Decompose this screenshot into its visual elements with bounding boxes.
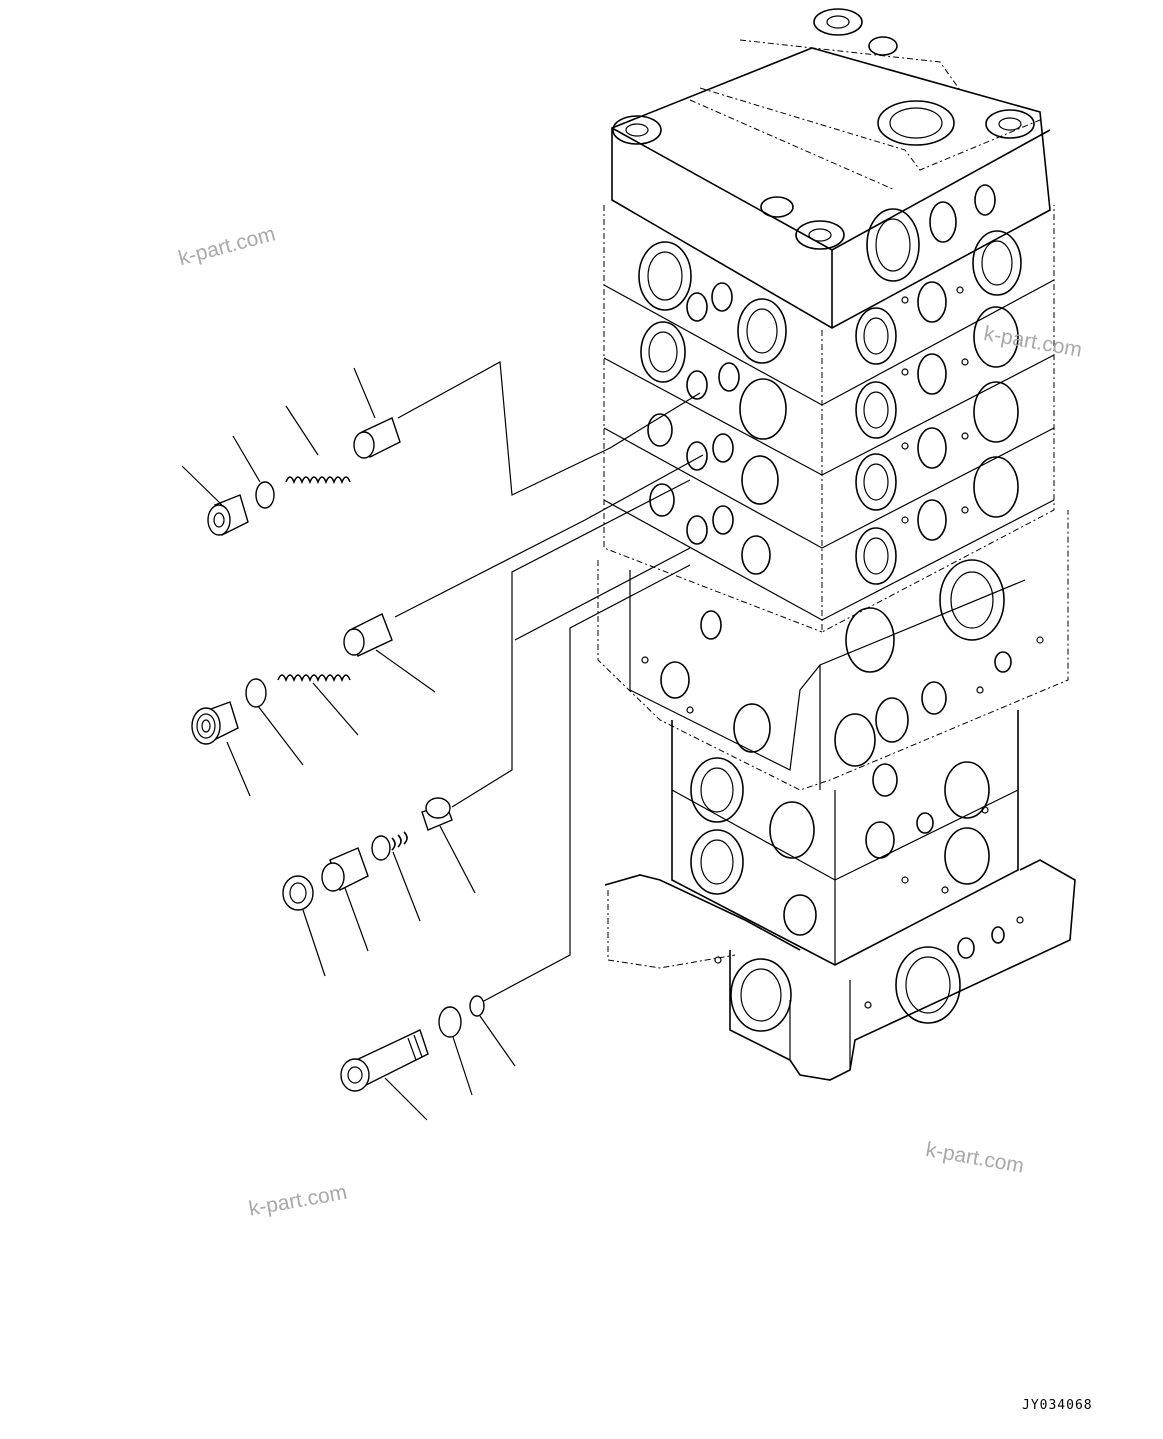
callout-line — [232, 435, 261, 483]
part-group-3 — [282, 797, 476, 977]
callout-line — [452, 1036, 473, 1096]
o-ring-part — [469, 995, 485, 1017]
check-valve-part — [343, 613, 393, 657]
o-ring-part — [255, 481, 275, 509]
callout-line — [392, 851, 421, 922]
plug-part — [207, 494, 249, 537]
callout-line — [344, 887, 369, 952]
spring-part — [277, 674, 351, 683]
control-valve-body — [597, 8, 1076, 1081]
part-group-1 — [181, 367, 401, 537]
callout-line — [226, 741, 251, 797]
piston-part — [321, 847, 369, 892]
callout-line — [353, 367, 376, 419]
callout-line — [285, 405, 319, 456]
spring-part — [285, 476, 351, 485]
poppet-part — [421, 797, 453, 831]
callout-line — [181, 465, 223, 506]
plug-part — [191, 701, 239, 745]
plug-part — [282, 875, 314, 911]
drawing-code-label: JY034068 — [1022, 1398, 1093, 1413]
o-ring-part — [371, 835, 391, 861]
sleeve-part — [340, 1029, 429, 1092]
callout-line — [257, 705, 304, 766]
callout-line — [384, 1077, 428, 1121]
check-valve-part — [353, 417, 401, 459]
callout-line — [302, 909, 326, 977]
spring-part — [391, 831, 408, 851]
o-ring-part — [245, 678, 267, 708]
part-group-2 — [191, 613, 436, 797]
part-group-4 — [340, 995, 516, 1121]
callout-line — [312, 682, 359, 736]
callout-line — [479, 1015, 516, 1067]
assembly-leader-lines — [394, 361, 704, 1003]
callout-line — [375, 649, 436, 693]
o-ring-part — [438, 1006, 462, 1038]
callout-line — [439, 825, 476, 894]
